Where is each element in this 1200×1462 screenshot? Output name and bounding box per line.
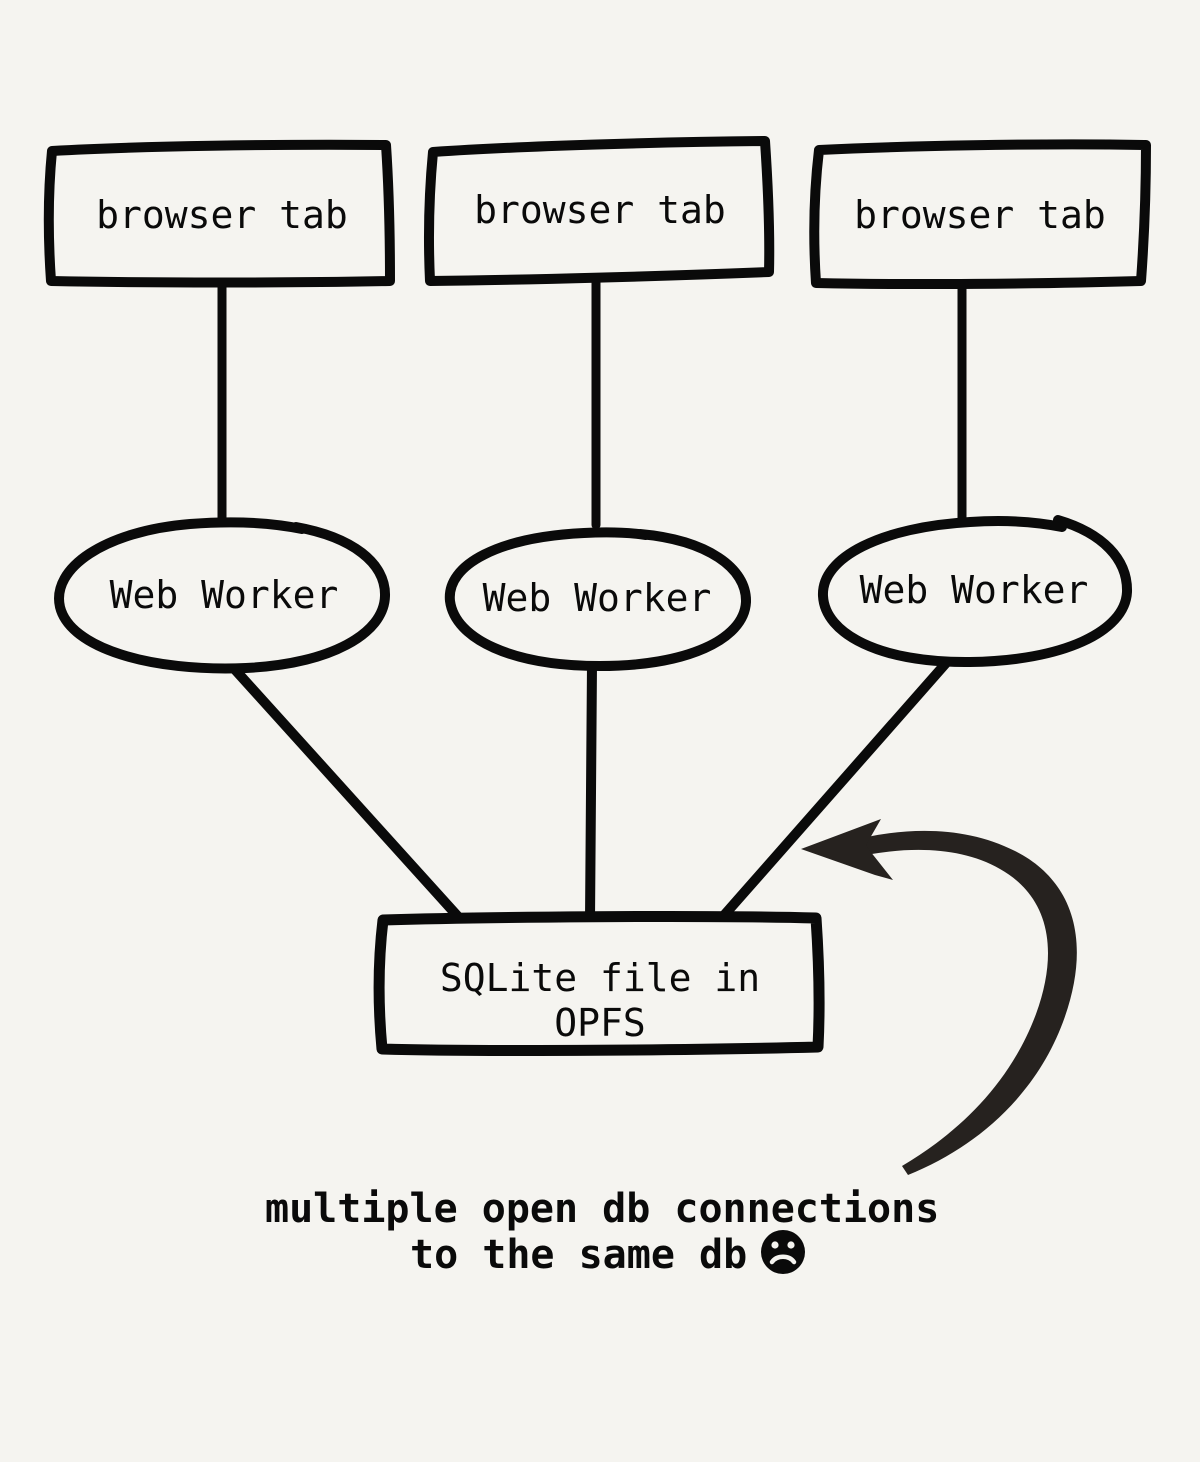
web-worker-node-1[interactable]: Web Worker <box>54 517 391 674</box>
annotation-arrow <box>801 819 1077 1175</box>
web-worker-ellipse-1-outline <box>54 517 391 674</box>
browser-tab-label-3: browser tab <box>854 193 1106 237</box>
browser-tab-node-3[interactable]: browser tab <box>809 139 1151 290</box>
browser-tab-label-1: browser tab <box>96 193 348 237</box>
web-worker-node-2[interactable]: Web Worker <box>444 527 752 671</box>
browser-tab-box-2-outline <box>424 136 775 286</box>
annotation-caption-line1: multiple open db connections <box>265 1186 939 1232</box>
web-worker-label-3: Web Worker <box>860 568 1089 612</box>
web-worker-ellipse-2-fill <box>446 534 746 666</box>
browser-tab-box-1-fill <box>49 144 391 282</box>
web-worker-label-1: Web Worker <box>110 573 339 617</box>
web-worker-ellipse-1-fill <box>58 525 386 669</box>
connector-worker3-store <box>714 657 952 926</box>
annotation-caption: multiple open db connections to the same… <box>265 1186 939 1278</box>
connector-worker2-store <box>585 659 597 925</box>
browser-tab-node-2[interactable]: browser tab <box>424 136 775 286</box>
sqlite-opfs-box-fill <box>379 917 820 1050</box>
web-worker-ellipse-3-fill <box>823 524 1127 660</box>
sqlite-opfs-node[interactable]: SQLite file in OPFS <box>373 911 825 1056</box>
browser-tab-label-2: browser tab <box>474 188 726 232</box>
annotation-caption-line2: to the same db <box>410 1232 747 1278</box>
connector-group <box>217 273 967 926</box>
web-worker-ellipse-3-outline <box>818 515 1133 668</box>
frowning-face-icon <box>761 1230 805 1274</box>
web-worker-label-2: Web Worker <box>483 576 712 620</box>
browser-tab-box-3-fill <box>814 144 1147 284</box>
annotation-arrow-shaft <box>843 830 1077 1175</box>
web-worker-node-3[interactable]: Web Worker <box>818 515 1133 668</box>
annotation-arrow-head <box>801 819 893 880</box>
sqlite-opfs-label-line2: OPFS <box>554 1001 646 1045</box>
browser-tab-box-2-fill <box>429 141 771 282</box>
browser-tab-box-3-outline <box>809 139 1151 290</box>
connector-worker1-store <box>224 658 467 926</box>
web-worker-ellipse-2-outline <box>444 527 752 671</box>
browser-tab-node-1[interactable]: browser tab <box>43 139 395 288</box>
sqlite-opfs-box-outline <box>373 911 825 1056</box>
sqlite-opfs-label-line1: SQLite file in <box>440 956 760 1000</box>
browser-tab-box-1-outline <box>43 139 395 288</box>
